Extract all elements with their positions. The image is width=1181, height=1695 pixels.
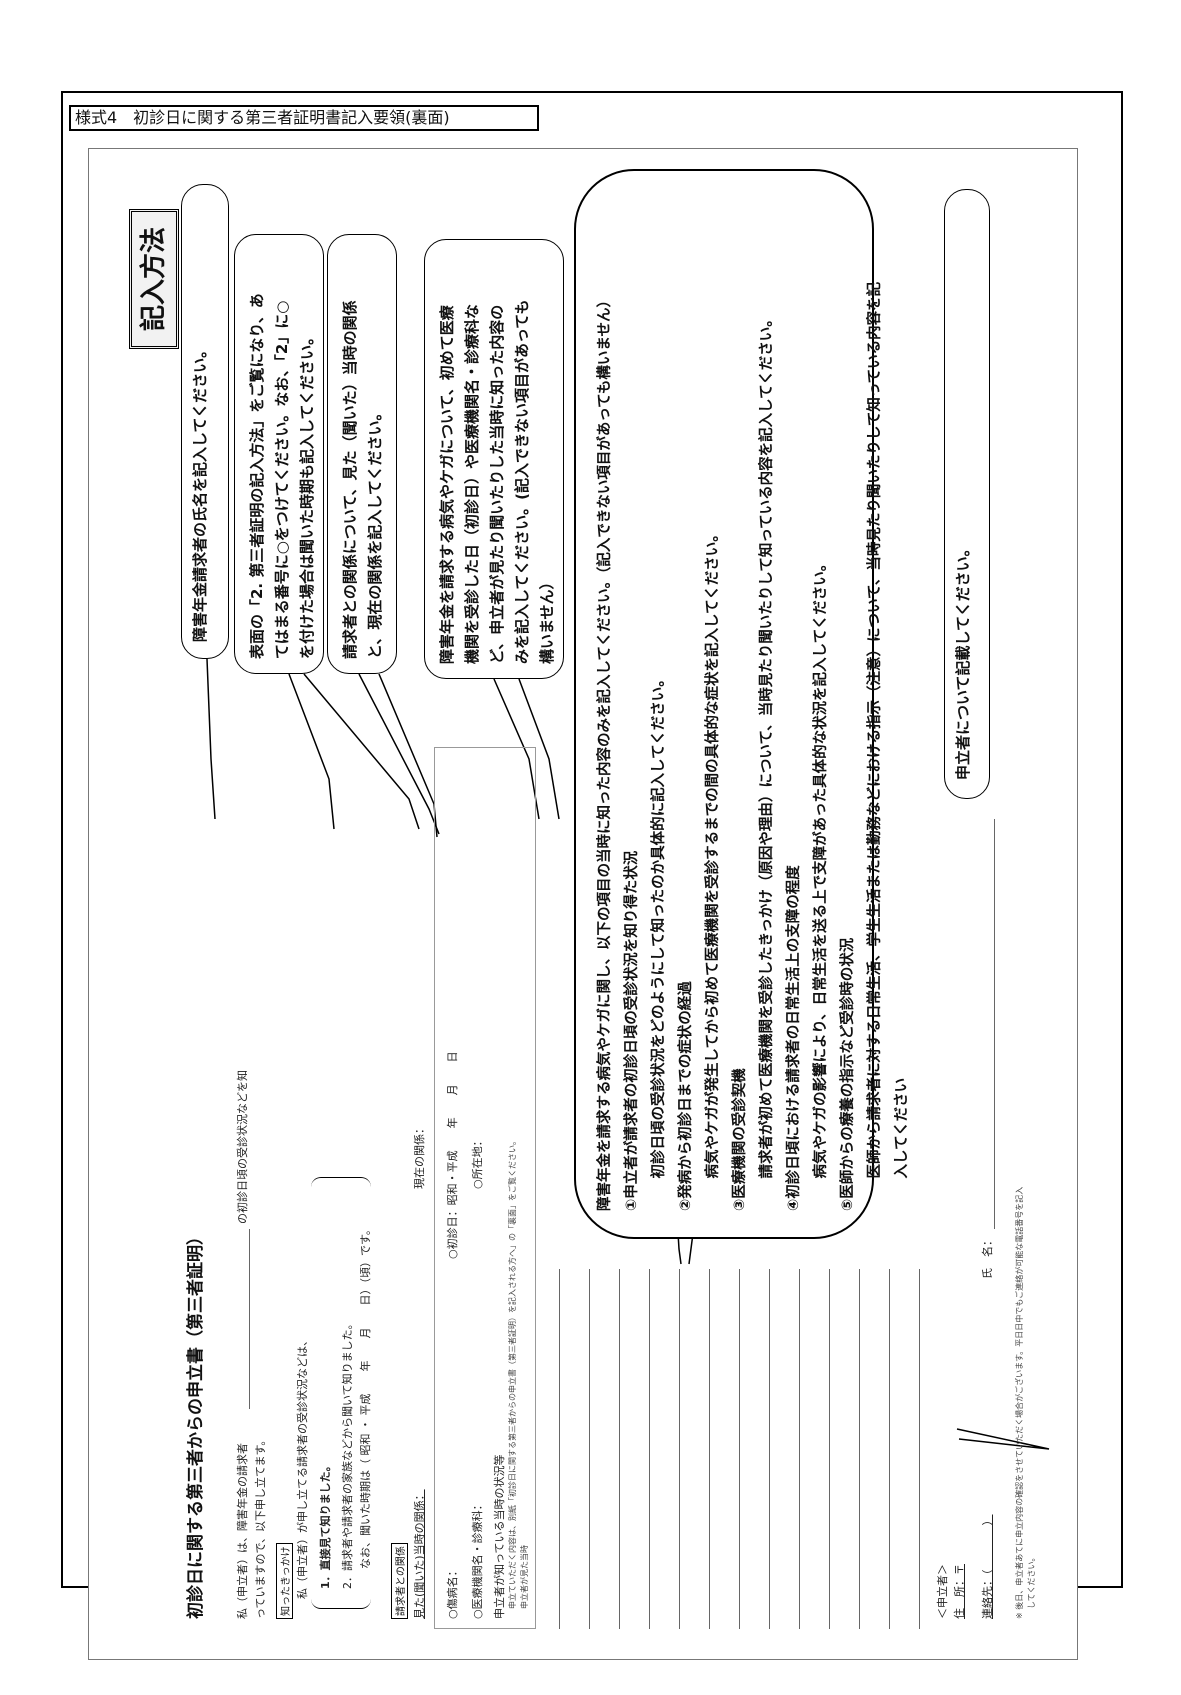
applicant-name: 氏 名： <box>981 1235 994 1279</box>
page-image: 記入方法 障害年金請求者の氏名を記入してください。 表面の「2. 第三者証明の記… <box>88 148 1078 1660</box>
relationship-now: 現在の関係： <box>413 1123 426 1189</box>
applicant-tag: ＜申立者＞ <box>936 1564 949 1619</box>
applicant-name-line <box>249 1229 250 1409</box>
status-note-2: 申立者が見た当時 <box>520 1545 529 1609</box>
disease-field: ○傷病名： <box>446 1565 459 1619</box>
footnote-2: してください。 <box>1027 1553 1036 1609</box>
option-2: 2．請求者や請求者の家族などから聞いて知りました。 <box>341 1318 354 1589</box>
heard-time: なお、聞いた時期は（ 昭和 ・ 平成 年 月 日）（頃）です。 <box>359 1224 372 1569</box>
doc-title: 初診日に関する第三者からの申立書（第三者証明） <box>186 1228 206 1619</box>
applicant-name-line <box>994 819 995 1229</box>
status-note: 申立ていただく内容は、別紙「初診日に関する第三者からの申立書（第三者証明）を記入… <box>508 1137 517 1609</box>
form-title: 様式4 初診日に関する第三者証明書記入要領(裏面) <box>69 105 539 131</box>
relationship-then: 見た(聞いた)当時の関係： <box>413 1489 426 1619</box>
callout-applicant-info: 申立者について記載してください。 <box>944 189 990 799</box>
how-known-line: 私（申立者）が申し立てる請求者の受診状況などは、 <box>296 1335 309 1599</box>
intro-line-1-tail: の初診日頃の受診状況などを知 <box>236 1070 249 1224</box>
applicant-phone: 連絡先：（ ） <box>981 1514 994 1620</box>
how-known-tag: 知ったきっかけ <box>276 1543 293 1619</box>
intro-line-1: 私（申立者）は、障害年金の請求者 <box>236 1443 249 1619</box>
applicant-address: 住 所：〒 <box>953 1564 966 1619</box>
callout-status-details: 障害年金を請求する病気やケガに関し、以下の項目の当時に知った内容のみを記入してく… <box>574 169 910 1239</box>
option-1: 1．直接見て知りました。 <box>319 1460 332 1589</box>
status-head: 申立者が知っている当時の状況等 <box>493 1454 506 1619</box>
relationship-tag: 請求者との関係 <box>391 1543 408 1619</box>
intro-line-2: っていますので、以下申し立てます。 <box>254 1434 267 1619</box>
first-visit-field: ○初診日：昭和・平成 年 月 日 <box>446 1051 459 1259</box>
footnote-1: ※ 後日、申立者あてに申立内容の確認をさせていただく場合がございます。平日日中で… <box>1015 1186 1024 1619</box>
hospital-field: ○医療機関名・診療科： <box>471 1499 484 1619</box>
hospital-address-field: ○所在地： <box>471 1135 484 1189</box>
rotated-page: 記入方法 障害年金請求者の氏名を記入してください。 表面の「2. 第三者証明の記… <box>88 148 1088 1668</box>
